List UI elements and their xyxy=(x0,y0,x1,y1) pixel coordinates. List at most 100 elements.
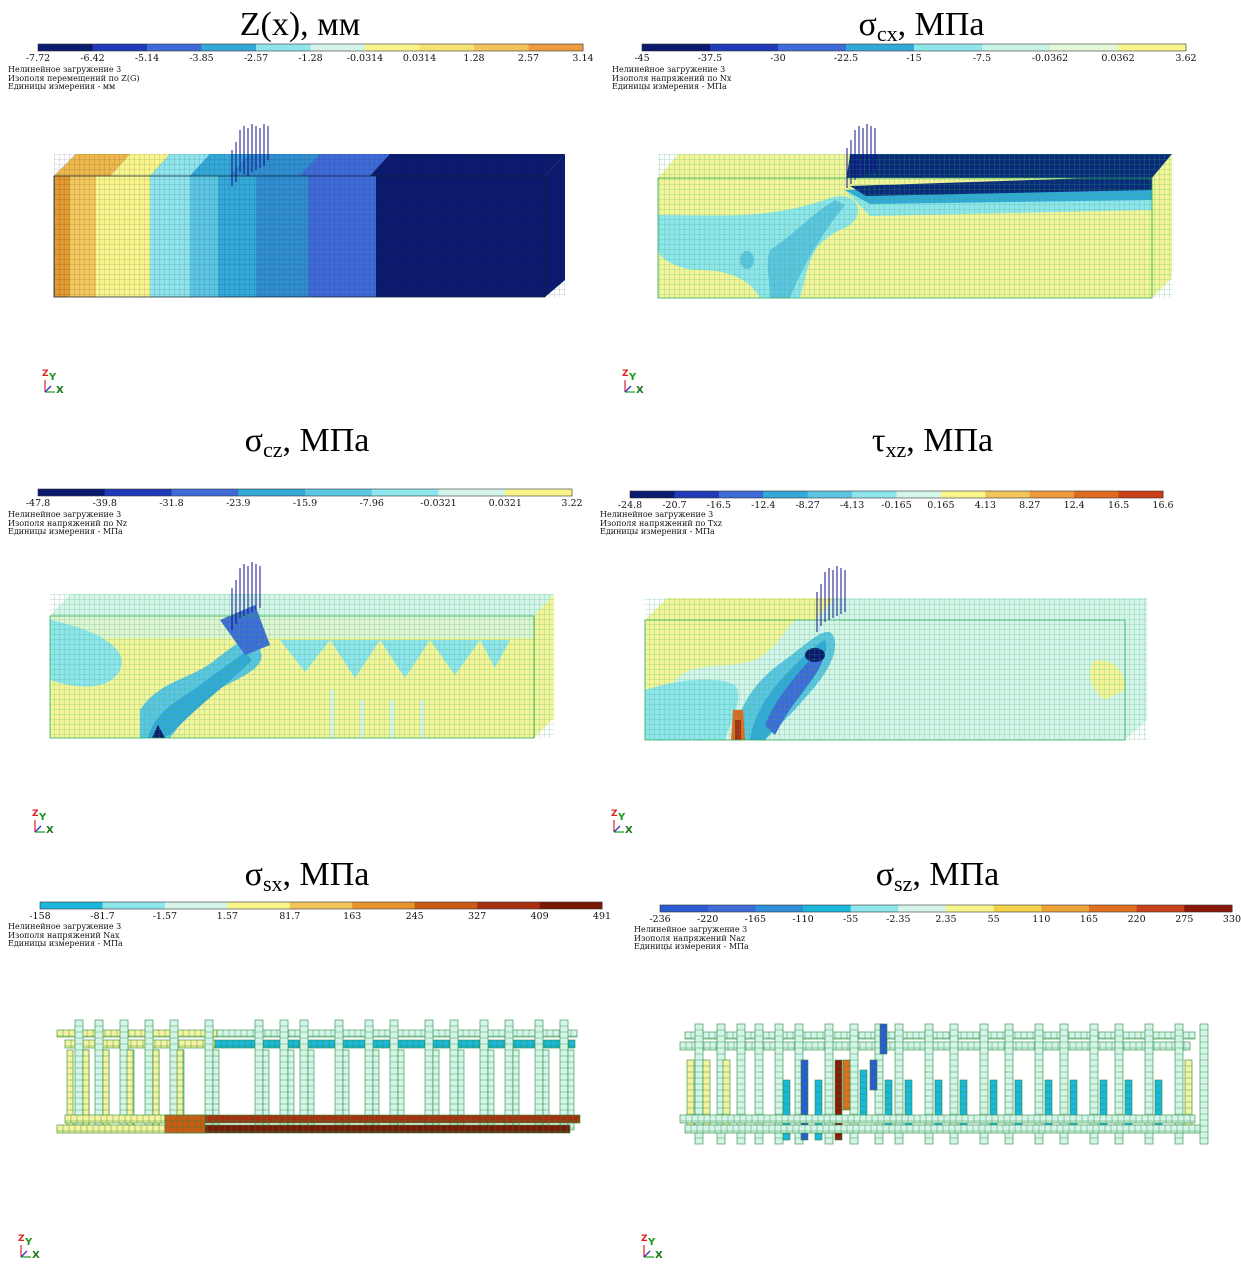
legend-tick-label: -220 xyxy=(696,914,719,925)
legend-swatch xyxy=(289,902,353,909)
legend-color-bar xyxy=(659,904,1233,913)
legend-tick-label: -81.7 xyxy=(90,911,115,922)
legend-swatch xyxy=(474,44,529,51)
legend-swatch xyxy=(1029,491,1075,498)
legend-tick-label: 16.6 xyxy=(1152,500,1174,511)
legend-tick-label: 220 xyxy=(1127,914,1146,925)
legend-swatch xyxy=(477,902,541,909)
legend-tick-label: 3.22 xyxy=(561,498,583,509)
axis-triad-icon: Z Y X xyxy=(611,809,633,836)
legend-tick-label: -236 xyxy=(649,914,671,925)
legend-tick-label: 2.35 xyxy=(935,914,957,925)
legend-tick-label: -20.7 xyxy=(662,500,687,511)
legend-swatch xyxy=(505,489,573,496)
legend-swatch xyxy=(238,489,306,496)
legend-tick-label: -165 xyxy=(744,914,766,925)
legend-tick-label: 1.57 xyxy=(216,911,238,922)
legend-tick-label: 1.28 xyxy=(463,53,485,64)
legend-tick-label: -6.42 xyxy=(80,53,105,64)
legend-tick-label: -39.8 xyxy=(92,498,117,509)
legend-color-bar xyxy=(641,43,1187,52)
beam-contour-model xyxy=(657,124,1172,299)
legend-tick-label: -37.5 xyxy=(697,53,723,64)
axis-triad-icon: Z Y X xyxy=(622,369,644,396)
legend-swatch xyxy=(528,44,584,51)
legend-tick-label: -55 xyxy=(843,914,859,925)
panel-title: Z(x), мм xyxy=(239,6,361,43)
beam-contour-model xyxy=(53,124,565,298)
load-case-info: Нелинейное загружение 3 Изополя напряжен… xyxy=(600,510,722,537)
legend-tick-label: 0.0314 xyxy=(402,53,437,64)
legend-tick-label: -23.9 xyxy=(226,498,251,509)
load-case-info: Нелинейное загружение 3 Изополя напряжен… xyxy=(8,922,123,949)
legend-swatch xyxy=(846,44,915,51)
legend-swatch xyxy=(914,44,983,51)
legend-swatch xyxy=(1136,905,1185,912)
legend-tick-label: -0.0362 xyxy=(1031,53,1069,64)
legend-tick-label: 163 xyxy=(343,911,362,922)
legend-tick-label: -2.35 xyxy=(886,914,911,925)
legend-color-bar xyxy=(37,43,584,52)
legend-swatch xyxy=(660,905,709,912)
legend-tick-label: 3.62 xyxy=(1175,53,1197,64)
legend-tick-label: -7.5 xyxy=(972,53,992,64)
legend-tick-label: 110 xyxy=(1032,914,1051,925)
legend-tick-label: -1.28 xyxy=(298,53,323,64)
legend-tick-label: -16.5 xyxy=(706,500,732,511)
legend-swatch xyxy=(104,489,172,496)
legend-swatch xyxy=(803,905,852,912)
legend-swatch xyxy=(630,491,675,498)
legend-swatch xyxy=(40,902,103,909)
legend-swatch xyxy=(171,489,239,496)
rebar-cage-model xyxy=(679,1023,1209,1145)
legend-tick-label: -45 xyxy=(634,53,650,64)
axis-triad-icon: Z Y X xyxy=(42,369,64,396)
legend-tick-label: 165 xyxy=(1079,914,1099,925)
legend-swatch xyxy=(310,44,366,51)
legend-tick-label: -8.27 xyxy=(795,500,820,511)
load-case-info: Нелинейное загружение 3 Изополя напряжен… xyxy=(612,65,732,92)
panel-title: σsx, МПа xyxy=(244,856,370,897)
legend-swatch xyxy=(1050,44,1119,51)
info-line-units: Единицы измерения - мм xyxy=(8,82,116,92)
legend-swatch xyxy=(755,905,804,912)
legend-swatch xyxy=(164,902,228,909)
legend-tick-label: -15 xyxy=(906,53,922,64)
legend-swatch xyxy=(539,902,603,909)
legend-swatch xyxy=(642,44,711,51)
legend-swatch xyxy=(898,905,947,912)
legend-tick-label: 4.13 xyxy=(974,500,996,511)
legend-swatch xyxy=(371,489,439,496)
legend-tick-label: 12.4 xyxy=(1063,500,1085,511)
legend-tick-label: -0.0321 xyxy=(420,498,457,509)
legend-color-bar xyxy=(39,901,603,910)
applied-load-arrows xyxy=(231,124,269,186)
legend-tick-label: 0.0321 xyxy=(488,498,522,509)
legend-tick-label: 55 xyxy=(987,914,1000,925)
legend-tick-label: -12.4 xyxy=(751,500,776,511)
legend-tick-label: 3.14 xyxy=(572,53,594,64)
legend-tick-label: 0.0362 xyxy=(1101,53,1135,64)
load-case-info: Нелинейное загружение 3 Изополя напряжен… xyxy=(634,925,749,952)
legend-swatch xyxy=(1089,905,1138,912)
legend-tick-label: -30 xyxy=(770,53,786,64)
legend-color-bar xyxy=(37,488,573,497)
legend-tick-label: -24.8 xyxy=(617,500,643,511)
legend-swatch xyxy=(852,491,897,498)
info-line-load-case: Нелинейное загружение 3 xyxy=(8,65,122,74)
axis-triad-icon: Z Y X xyxy=(641,1234,663,1261)
legend-tick-label: -0.0314 xyxy=(346,53,384,64)
legend-tick-label: 16.5 xyxy=(1108,500,1130,511)
legend-swatch xyxy=(256,44,311,51)
legend-tick-label: 0.165 xyxy=(927,500,955,511)
legend-swatch xyxy=(940,491,986,498)
